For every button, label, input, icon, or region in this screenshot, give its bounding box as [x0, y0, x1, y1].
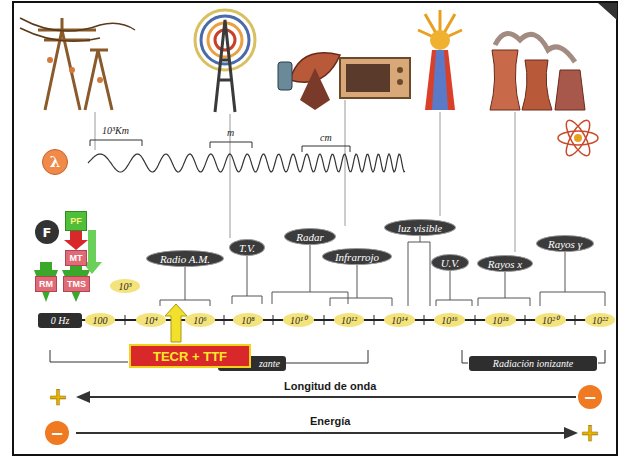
- node-text: 10²²: [592, 315, 608, 326]
- node-text: λ: [50, 153, 61, 171]
- node-text: 10¹⁴: [391, 315, 407, 326]
- frequency-oval: 10³: [110, 279, 140, 293]
- node-text: Rayos γ: [548, 238, 582, 250]
- highlight-box: TECR + TTF: [129, 344, 251, 368]
- frequency-oval: 10¹⁰: [283, 313, 314, 327]
- axis-origin: 0 Hz: [38, 313, 82, 328]
- node-text: TMS: [67, 279, 86, 289]
- node-text: 10³: [119, 281, 132, 292]
- plus-sign: +: [580, 421, 600, 445]
- frequency-oval: 100: [85, 313, 115, 327]
- node-text: −: [50, 424, 63, 443]
- node-text: Radar: [296, 231, 324, 243]
- node-text: F: [43, 225, 52, 240]
- node-text: 10⁸: [241, 315, 254, 326]
- frequency-circle: F: [35, 220, 59, 244]
- frequency-oval: 10²⁰: [535, 313, 566, 327]
- node-text: −: [583, 388, 596, 407]
- node-text: 100: [93, 315, 108, 326]
- node-text: TECR + TTF: [153, 349, 227, 364]
- frequency-oval: 10¹⁶: [434, 313, 465, 327]
- wavelength-label: m: [227, 127, 234, 138]
- frequency-oval: 10⁴: [136, 313, 166, 327]
- node-text: 10⁶: [193, 315, 206, 326]
- node-text: 10²⁰: [542, 313, 559, 327]
- band-oval: Radio A.M.: [146, 250, 224, 267]
- band-oval: Rayos γ: [536, 235, 594, 252]
- arrow-label: MT: [65, 250, 87, 266]
- band-oval: Radar: [284, 228, 336, 245]
- arrow-label: RM: [35, 276, 57, 292]
- frequency-oval: 10¹⁸: [485, 313, 516, 327]
- axis-title: Energía: [307, 415, 353, 427]
- node-text: 10¹²: [341, 315, 357, 326]
- node-text: Radiación ionizante: [493, 358, 573, 369]
- node-text: MT: [70, 253, 83, 263]
- node-text: 0 Hz: [51, 315, 70, 326]
- arrow-label: PF: [65, 211, 87, 231]
- node-text: Infrarrojo: [335, 251, 379, 263]
- wavelength-label: 10³Km: [102, 125, 129, 136]
- node-text: RM: [39, 279, 53, 289]
- node-text: zante: [259, 358, 280, 369]
- node-text: Radio A.M.: [160, 253, 210, 265]
- band-oval: Rayos x: [477, 255, 533, 272]
- node-text: T.V.: [239, 242, 255, 254]
- node-text: 10⁴: [144, 315, 157, 326]
- node-text: PF: [70, 216, 82, 226]
- wavelength-label: cm: [320, 132, 332, 143]
- node-text: luz visible: [398, 222, 442, 234]
- frequency-oval: 10²²: [585, 313, 615, 327]
- frequency-oval: 10¹⁴: [384, 313, 415, 327]
- lambda-circle: λ: [42, 149, 68, 175]
- node-text: 10¹⁰: [290, 313, 307, 327]
- band-oval: T.V.: [229, 239, 265, 256]
- plus-sign: +: [48, 385, 68, 409]
- minus-circle: −: [45, 421, 69, 445]
- band-oval: Infrarrojo: [322, 248, 392, 265]
- node-text: 10¹⁸: [492, 315, 508, 326]
- band-oval: U.V.: [431, 254, 469, 271]
- node-text: Rayos x: [488, 258, 523, 270]
- node-text: U.V.: [441, 257, 460, 269]
- node-text: 10¹⁶: [441, 315, 457, 326]
- frequency-oval: 10⁶: [185, 313, 215, 327]
- minus-circle: −: [578, 385, 602, 409]
- frequency-oval: 10¹²: [334, 313, 364, 327]
- band-oval: luz visible: [384, 219, 456, 236]
- region-label: Radiación ionizante: [469, 356, 597, 371]
- frequency-oval: 10⁸: [233, 313, 263, 327]
- axis-title: Longitud de onda: [281, 380, 379, 392]
- arrow-label: TMS: [63, 276, 90, 292]
